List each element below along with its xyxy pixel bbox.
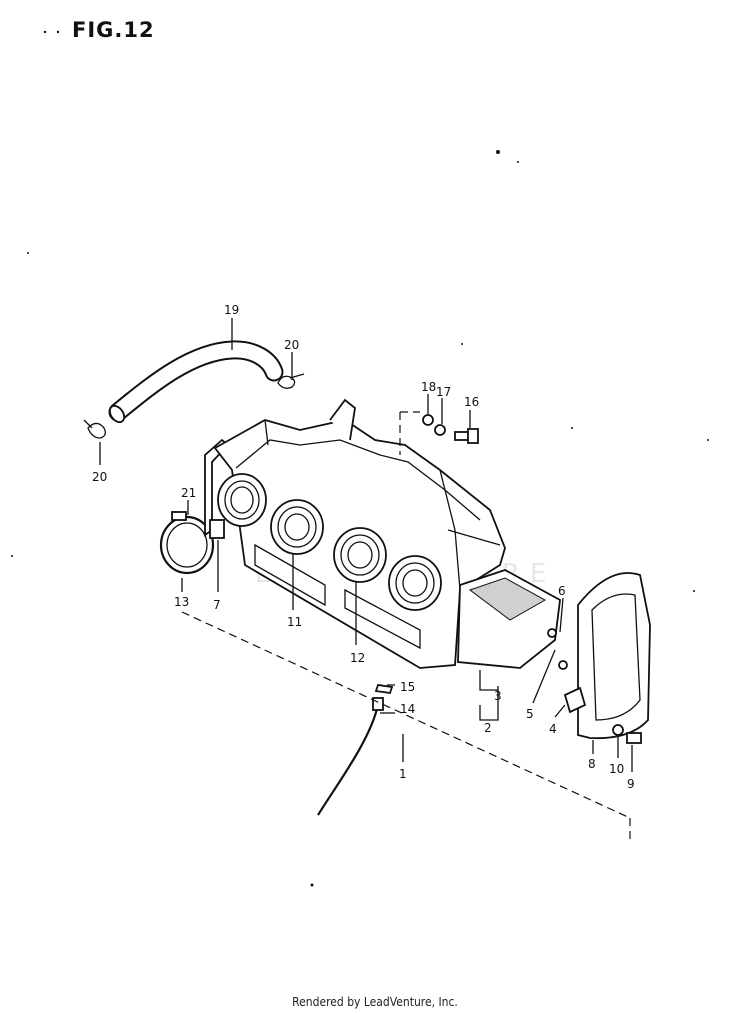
callout-17: 17 bbox=[436, 385, 451, 399]
callout-9: 9 bbox=[627, 777, 635, 791]
callout-3: 3 bbox=[494, 689, 502, 703]
leader-lines bbox=[99, 318, 633, 772]
part-bracket bbox=[204, 438, 230, 539]
callout-20-lower: 20 bbox=[92, 470, 107, 484]
part-clip-15 bbox=[374, 684, 394, 694]
part-screw-5 bbox=[558, 660, 568, 670]
callout-12: 12 bbox=[350, 651, 365, 665]
callout-11: 11 bbox=[287, 615, 302, 629]
intake-funnel-1 bbox=[217, 473, 267, 527]
part-washer-10 bbox=[612, 724, 624, 736]
part-hose bbox=[108, 340, 284, 424]
callout-20-upper: 20 bbox=[284, 338, 299, 352]
part-clamp-band bbox=[159, 511, 215, 575]
callout-7: 7 bbox=[213, 598, 221, 612]
part-washer-18 bbox=[422, 414, 434, 426]
footer-credit: Rendered by LeadVenture, Inc. bbox=[292, 995, 458, 1009]
part-washer-6 bbox=[547, 628, 557, 638]
part-filter-element bbox=[457, 569, 561, 691]
part-bolt-16 bbox=[454, 428, 479, 444]
part-cover bbox=[563, 572, 651, 740]
part-drain-hose bbox=[317, 697, 384, 816]
callout-4: 4 bbox=[549, 722, 557, 736]
callout-1: 1 bbox=[399, 767, 407, 781]
callout-6: 6 bbox=[558, 584, 566, 598]
part-clip-lower bbox=[83, 419, 106, 439]
intake-funnel-4 bbox=[388, 555, 442, 611]
intake-funnel-3 bbox=[333, 527, 387, 583]
assembly-lines bbox=[181, 411, 631, 840]
part-screw-9 bbox=[626, 732, 642, 744]
callout-14: 14 bbox=[400, 702, 415, 716]
callout-5: 5 bbox=[526, 707, 534, 721]
callout-2: 2 bbox=[484, 721, 492, 735]
callout-18: 18 bbox=[421, 380, 436, 394]
background-specks bbox=[11, 30, 709, 887]
callout-16: 16 bbox=[464, 395, 479, 409]
callout-15: 15 bbox=[400, 680, 415, 694]
callout-8: 8 bbox=[588, 757, 596, 771]
callout-19: 19 bbox=[224, 303, 239, 317]
callout-10: 10 bbox=[609, 762, 624, 776]
intake-funnel-2 bbox=[270, 499, 324, 555]
part-washer-17 bbox=[434, 424, 446, 436]
part-air-cleaner-case bbox=[213, 398, 506, 669]
figure-title: FIG.12 bbox=[72, 18, 155, 42]
callout-13: 13 bbox=[174, 595, 189, 609]
callout-21: 21 bbox=[181, 486, 196, 500]
callout-labels: 1 2 3 4 5 6 7 8 9 10 11 12 13 14 15 16 1… bbox=[92, 303, 635, 791]
